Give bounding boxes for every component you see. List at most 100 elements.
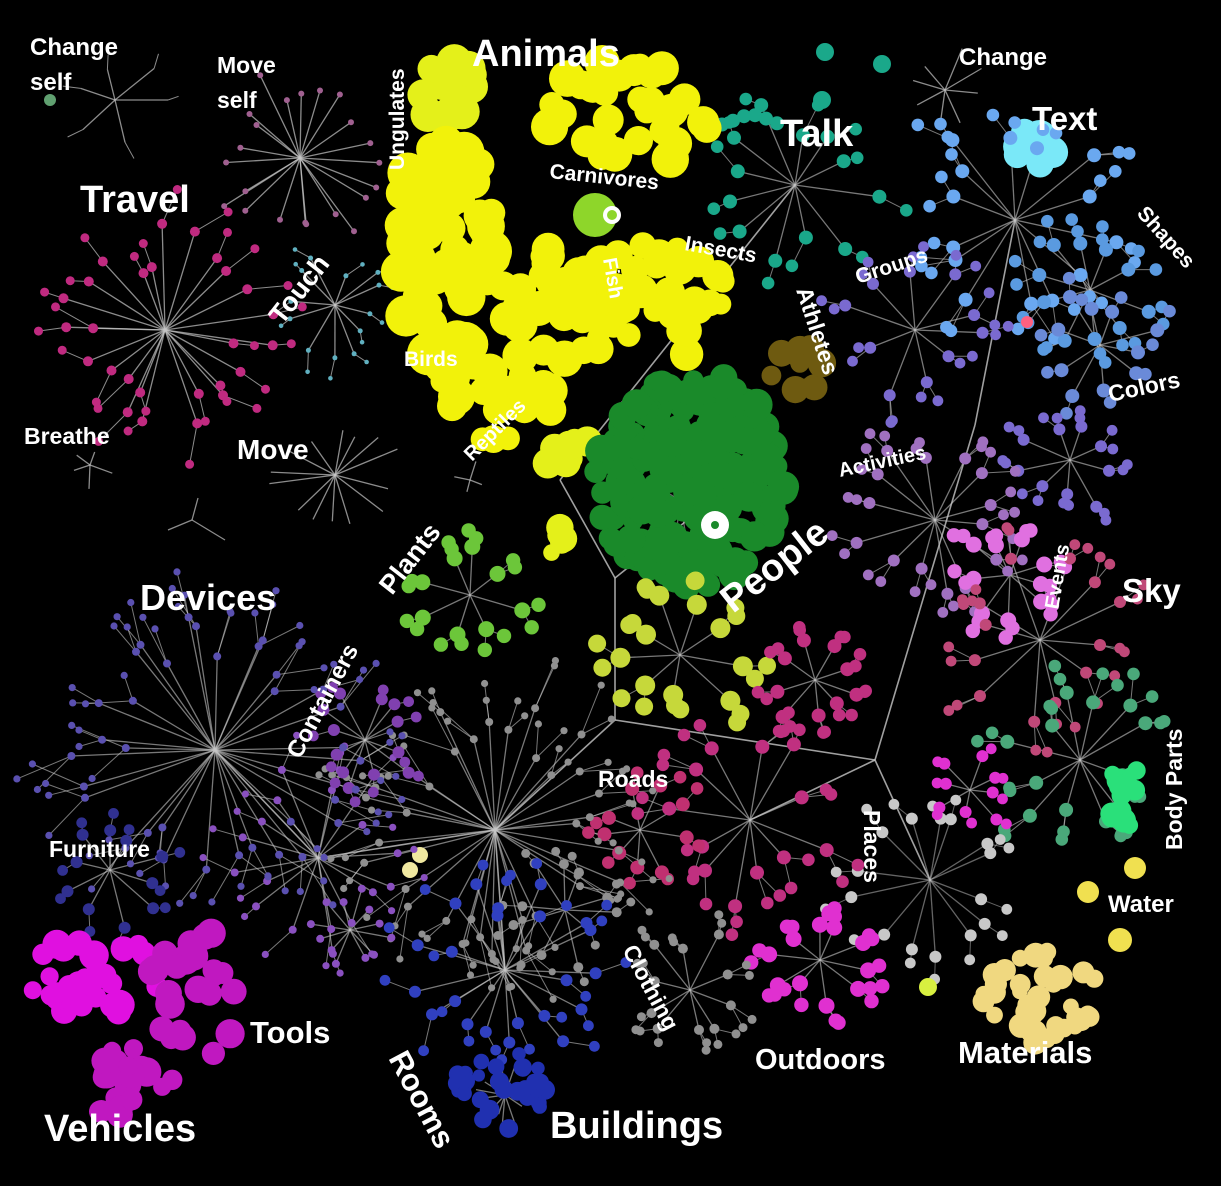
node [1101,806,1123,828]
label-tools: Tools [250,1015,330,1050]
edge [504,884,542,971]
edge [84,749,216,799]
edge [794,184,880,198]
node [317,703,330,716]
node [836,875,849,888]
edge [379,829,496,844]
edge [299,94,341,159]
node [75,726,83,734]
edge [494,792,600,831]
node [1033,235,1047,249]
node [976,326,989,339]
edge [142,617,168,664]
edge [135,651,216,751]
edge [161,189,178,225]
node [180,591,189,599]
node [986,786,999,799]
edge [98,411,129,442]
node [1061,488,1074,501]
node [267,340,278,351]
node [1069,539,1081,550]
node [680,843,694,857]
node [580,990,592,1002]
edge [109,869,126,928]
edge [929,879,937,957]
node [759,111,773,126]
edge [310,441,336,476]
edge [214,749,339,824]
node [959,452,972,465]
node [970,260,982,272]
node [512,945,520,953]
node [411,213,443,245]
node [213,652,222,661]
node [404,573,420,589]
edge [447,720,475,740]
edge [439,711,496,831]
node [937,607,949,618]
node [710,618,731,639]
edge [929,818,942,881]
node [538,1009,551,1022]
node [828,303,840,315]
node [356,675,364,684]
node [141,406,151,416]
node [235,851,244,860]
node [173,568,181,576]
node [469,961,477,969]
edge [109,855,163,871]
edge [1079,243,1091,291]
node [105,836,113,844]
edge [281,735,298,771]
node [1098,242,1113,257]
node [1001,818,1012,830]
node [209,825,217,833]
node [360,858,369,867]
edge [914,329,928,383]
node [530,244,554,268]
node [463,1035,475,1047]
node [536,950,547,961]
edge [857,870,931,881]
node [768,253,783,268]
node [409,621,425,637]
node [254,642,263,651]
node [357,328,363,334]
edge [914,329,949,357]
node [849,122,862,136]
node [648,533,679,564]
edge [749,796,802,821]
edge [598,770,623,794]
edge [62,85,81,89]
node [979,618,992,631]
node [496,628,512,644]
node [444,717,452,725]
node [1065,213,1078,226]
node [1090,500,1103,513]
node [120,671,128,680]
edge [934,504,991,521]
node [836,154,851,169]
node [392,746,405,759]
node [499,1119,519,1138]
node [830,866,842,878]
edge [934,519,949,594]
node [388,698,401,711]
node [990,813,1003,826]
node [734,427,762,455]
node [572,819,581,828]
edge [78,739,103,747]
node [649,939,660,950]
edge [689,989,715,1030]
node [283,97,290,104]
label-animals: Animals [472,33,620,75]
node [295,642,303,650]
edge [161,223,166,331]
node [990,329,1001,341]
edge [657,989,691,1030]
node [327,855,335,863]
node [1127,667,1140,681]
node [1065,389,1080,403]
node [636,1012,646,1022]
node [534,878,547,891]
